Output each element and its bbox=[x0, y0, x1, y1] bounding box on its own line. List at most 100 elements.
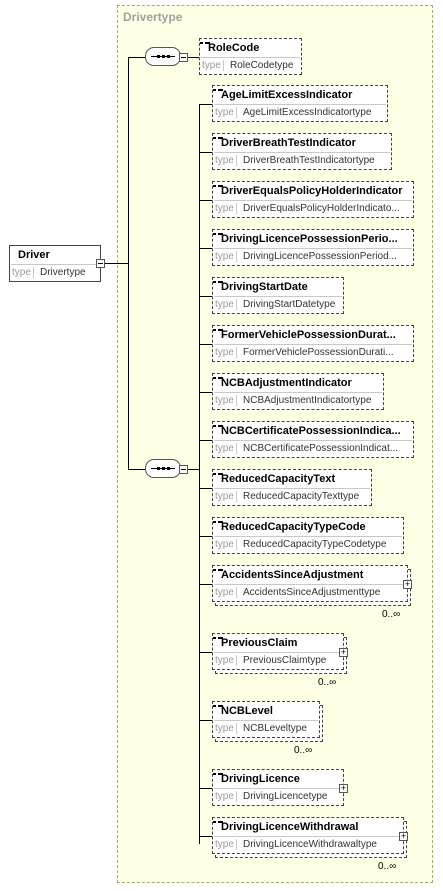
type-label: type bbox=[215, 347, 237, 358]
element-marker bbox=[213, 281, 223, 283]
element-type-row: type FormerVehiclePossessionDurati... bbox=[214, 344, 412, 360]
element-type-row: type ReducedCapacityTypeCodetype bbox=[214, 536, 402, 552]
element-name: NCBLevel bbox=[221, 705, 273, 717]
element-type-row: type PreviousClaimtype bbox=[214, 652, 342, 668]
element-marker bbox=[213, 425, 223, 427]
connector-child bbox=[199, 344, 212, 345]
expand-element-button[interactable]: + bbox=[403, 579, 412, 589]
type-value: AccidentsSinceAdjustmenttype bbox=[243, 587, 381, 598]
sequence-compositor[interactable] bbox=[145, 459, 181, 478]
element-marker bbox=[213, 233, 223, 235]
type-label: type bbox=[215, 203, 237, 214]
element-name: Driver bbox=[18, 249, 50, 261]
element-drivinglicencewithdrawal[interactable]: DrivingLicenceWithdrawal type DrivingLic… bbox=[212, 817, 404, 854]
element-marker bbox=[213, 185, 223, 187]
element-name: DrivingStartDate bbox=[221, 281, 308, 293]
element-reducedcapacitytypecode[interactable]: ReducedCapacityTypeCode type ReducedCapa… bbox=[212, 517, 404, 554]
connector-child bbox=[199, 440, 212, 441]
sequence-icon bbox=[151, 467, 175, 470]
element-drivingstartdate[interactable]: DrivingStartDate type DrivingStartDatety… bbox=[212, 277, 344, 314]
connector-child bbox=[199, 836, 212, 837]
connector-child bbox=[199, 720, 212, 721]
element-type-row: type RoleCodetype bbox=[201, 57, 300, 73]
element-formervehiclepossessiondurat[interactable]: FormerVehiclePossessionDurat... type For… bbox=[212, 325, 414, 362]
type-label: type bbox=[215, 723, 237, 734]
sequence-icon bbox=[151, 55, 175, 58]
collapse-sequence-button[interactable] bbox=[179, 465, 188, 474]
element-name: AgeLimitExcessIndicator bbox=[221, 89, 353, 101]
element-marker bbox=[213, 773, 223, 775]
expand-element-button[interactable]: + bbox=[339, 783, 348, 793]
type-value: Drivertype bbox=[40, 267, 86, 278]
element-drivinglicence[interactable]: DrivingLicence type DrivingLicencetype bbox=[212, 769, 344, 806]
element-previousclaim[interactable]: PreviousClaim type PreviousClaimtype bbox=[212, 633, 344, 670]
connector-child bbox=[199, 248, 212, 249]
element-driverbreathtestindicator[interactable]: DriverBreathTestIndicator type DriverBre… bbox=[212, 133, 392, 170]
connector-root bbox=[105, 263, 129, 264]
type-value: PreviousClaimtype bbox=[243, 655, 327, 666]
element-name: FormerVehiclePossessionDurat... bbox=[221, 329, 396, 341]
type-value: DrivingLicenceWithdrawaltype bbox=[243, 839, 377, 850]
type-value: DriverEqualsPolicyHolderIndicato... bbox=[243, 203, 400, 214]
expand-element-button[interactable]: + bbox=[339, 647, 348, 657]
element-marker bbox=[213, 705, 223, 707]
connector-child bbox=[199, 488, 212, 489]
element-marker bbox=[213, 137, 223, 139]
cardinality-label: 0..∞ bbox=[378, 861, 397, 872]
type-value: AgeLimitExcessIndicatortype bbox=[243, 107, 372, 118]
type-label: type bbox=[215, 655, 237, 666]
element-drivinglicencepossessionperio[interactable]: DrivingLicencePossessionPerio... type Dr… bbox=[212, 229, 414, 266]
type-label: type bbox=[215, 839, 237, 850]
type-label: type bbox=[215, 587, 237, 598]
element-name: RoleCode bbox=[208, 42, 260, 54]
element-marker bbox=[213, 89, 223, 91]
element-rolecode[interactable]: RoleCode type RoleCodetype bbox=[199, 38, 302, 75]
element-reducedcapacitytext[interactable]: ReducedCapacityText type ReducedCapacity… bbox=[212, 469, 372, 506]
element-name: DriverEqualsPolicyHolderIndicator bbox=[221, 185, 403, 197]
connector-child bbox=[199, 392, 212, 393]
type-label: type bbox=[215, 491, 237, 502]
element-name: ReducedCapacityText bbox=[221, 473, 336, 485]
collapse-sequence-button[interactable] bbox=[179, 53, 188, 62]
connector-branch bbox=[199, 104, 200, 844]
element-marker bbox=[213, 821, 223, 823]
root-element-driver[interactable]: Driver type Drivertype bbox=[9, 245, 101, 282]
cardinality-label: 0..∞ bbox=[294, 745, 313, 756]
type-label: type bbox=[215, 299, 237, 310]
type-label: type bbox=[215, 395, 237, 406]
type-value: DrivingLicencePossessionPeriod... bbox=[243, 251, 397, 262]
element-name: AccidentsSinceAdjustment bbox=[221, 569, 364, 581]
element-name: DrivingLicenceWithdrawal bbox=[221, 821, 359, 833]
element-type-row: type DriverBreathTestIndicatortype bbox=[214, 152, 390, 168]
element-type-row: type AgeLimitExcessIndicatortype bbox=[214, 104, 386, 120]
collapse-root-button[interactable] bbox=[96, 259, 105, 268]
type-value: ReducedCapacityTexttype bbox=[243, 491, 360, 502]
connector-child bbox=[199, 652, 212, 653]
expand-element-button[interactable]: + bbox=[399, 831, 408, 841]
type-label: type bbox=[215, 107, 237, 118]
element-name: DrivingLicencePossessionPerio... bbox=[221, 233, 398, 245]
type-value: NCBAdjustmentIndicatortype bbox=[243, 395, 372, 406]
sequence-compositor[interactable] bbox=[145, 47, 181, 66]
connector-child bbox=[199, 200, 212, 201]
element-driverequalspolicyholderindicator[interactable]: DriverEqualsPolicyHolderIndicator type D… bbox=[212, 181, 414, 218]
element-name: NCBCertificatePossessionIndica... bbox=[221, 425, 401, 437]
element-agelimitexcessindicator[interactable]: AgeLimitExcessIndicator type AgeLimitExc… bbox=[212, 85, 388, 122]
element-type-row: type DrivingLicencePossessionPeriod... bbox=[214, 248, 412, 264]
element-type-row: type NCBCertificatePossessionIndicat... bbox=[214, 440, 412, 456]
element-accidentssinceadjustment[interactable]: AccidentsSinceAdjustment type AccidentsS… bbox=[212, 565, 408, 602]
element-marker bbox=[213, 473, 223, 475]
element-ncbadjustmentindicator[interactable]: NCBAdjustmentIndicator type NCBAdjustmen… bbox=[212, 373, 384, 410]
connector-child bbox=[199, 152, 212, 153]
element-ncblevel[interactable]: NCBLevel type NCBLeveltype bbox=[212, 701, 320, 738]
element-type-row: type DrivingLicencetype bbox=[214, 788, 342, 804]
element-type-row: type AccidentsSinceAdjustmenttype bbox=[214, 584, 406, 600]
element-ncbcertificatepossessionindica[interactable]: NCBCertificatePossessionIndica... type N… bbox=[212, 421, 414, 458]
connector-seq2 bbox=[128, 469, 146, 470]
type-label: type bbox=[215, 443, 237, 454]
cardinality-label: 0..∞ bbox=[382, 609, 401, 620]
element-marker bbox=[200, 42, 210, 44]
type-label: type bbox=[215, 251, 237, 262]
element-name: PreviousClaim bbox=[221, 637, 298, 649]
